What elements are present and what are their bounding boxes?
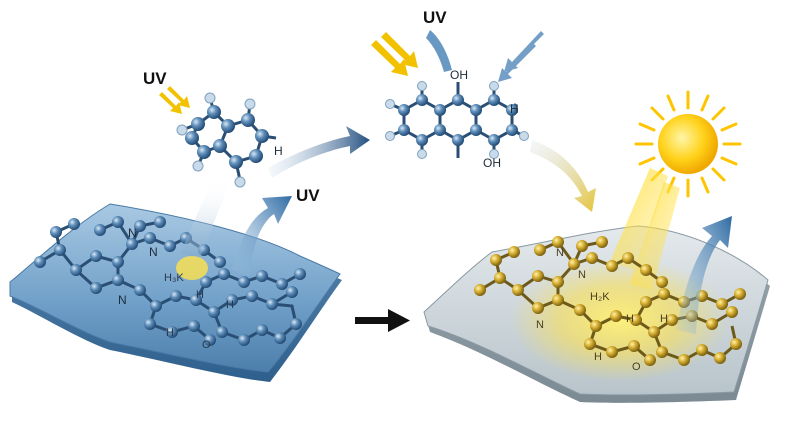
molecule-product-oh-bottom: OH — [483, 156, 501, 170]
right-label-n1: N — [556, 247, 564, 259]
uv-label-top-left: UV — [143, 69, 167, 88]
sunlight-beams — [610, 168, 680, 290]
right-label-o: O — [632, 361, 641, 373]
left-label-h3k: H₃K — [164, 272, 184, 284]
left-label-n1: N — [128, 226, 137, 240]
uv-arrow-icon — [159, 86, 190, 114]
incoming-light-beam-center — [426, 30, 452, 72]
right-film-surface — [423, 225, 770, 403]
right-label-n2: N — [578, 269, 586, 281]
molecule-product-oh-top: OH — [450, 68, 468, 82]
molecule-product-h-label: H — [510, 102, 519, 116]
left-label-h1: H — [196, 289, 204, 301]
process-arrow-icon — [355, 309, 410, 332]
left-label-o: O — [202, 339, 211, 351]
right-label-h3: H — [594, 351, 602, 363]
left-label-h3: H — [166, 327, 174, 339]
left-reaction-glow — [176, 256, 208, 280]
left-incoming-beam — [180, 180, 230, 258]
right-molecule-atoms — [474, 236, 746, 366]
right-label-h1: H — [626, 313, 634, 325]
left-label-n2: N — [149, 245, 158, 259]
right-label-n3: N — [536, 319, 544, 331]
molecule-reactant: H — [176, 92, 283, 188]
uv-arrow-icon — [371, 32, 418, 76]
right-label-h2: H — [660, 313, 668, 325]
left-label-n3: N — [118, 293, 127, 307]
left-outgoing-arrow-icon — [232, 196, 292, 276]
sun-icon — [634, 90, 742, 198]
right-label-h2k: H₂K — [590, 291, 610, 303]
left-molecule-atoms — [34, 216, 306, 346]
left-label-h2: H — [226, 299, 234, 311]
molecule-reactant-h-label: H — [274, 144, 283, 158]
curved-arrow-to-product — [268, 126, 370, 178]
uv-label-mid: UV — [296, 186, 320, 205]
curved-arrow-to-right-surface — [530, 140, 596, 212]
molecule-product: OH OH H — [385, 68, 529, 170]
right-outgoing-arrow-icon — [676, 216, 732, 334]
incoming-blue-arrows — [498, 31, 544, 82]
uv-label-top-center: UV — [423, 8, 447, 27]
